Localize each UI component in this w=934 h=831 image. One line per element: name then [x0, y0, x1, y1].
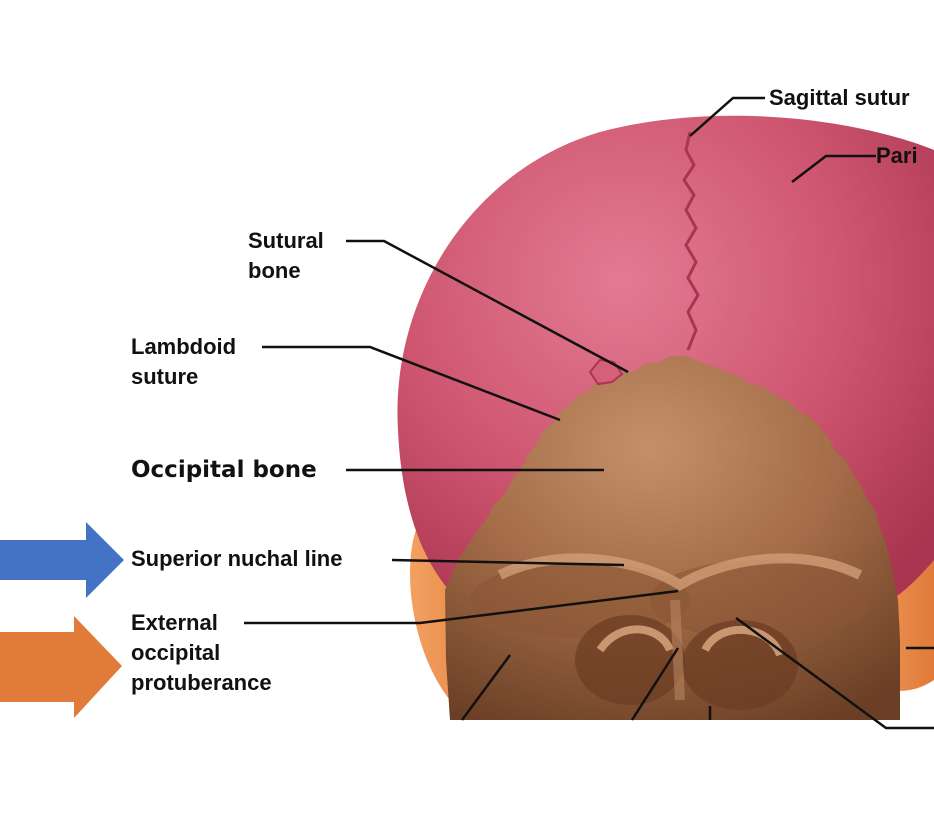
- label-lambdoid-suture: Lambdoid suture: [131, 332, 236, 392]
- label-eop-line1: External: [131, 608, 272, 638]
- label-sutural-bone: Sutural bone: [248, 226, 324, 286]
- label-lambdoid-line2: suture: [131, 362, 236, 392]
- orange-arrow-icon: [0, 616, 122, 718]
- label-superior-nuchal-line: Superior nuchal line: [131, 544, 342, 574]
- label-lambdoid-line1: Lambdoid: [131, 332, 236, 362]
- label-sutural-bone-line2: bone: [248, 256, 324, 286]
- label-occipital-bone: Occipital bone: [131, 455, 317, 485]
- label-sutural-bone-line1: Sutural: [248, 226, 324, 256]
- label-parietal-bone: Pari: [876, 141, 918, 171]
- label-sagittal-suture: Sagittal sutur: [769, 83, 910, 113]
- label-external-occipital-protuberance: External occipital protuberance: [131, 608, 272, 698]
- label-eop-line2: occipital: [131, 638, 272, 668]
- blue-arrow-icon: [0, 522, 124, 598]
- label-eop-line3: protuberance: [131, 668, 272, 698]
